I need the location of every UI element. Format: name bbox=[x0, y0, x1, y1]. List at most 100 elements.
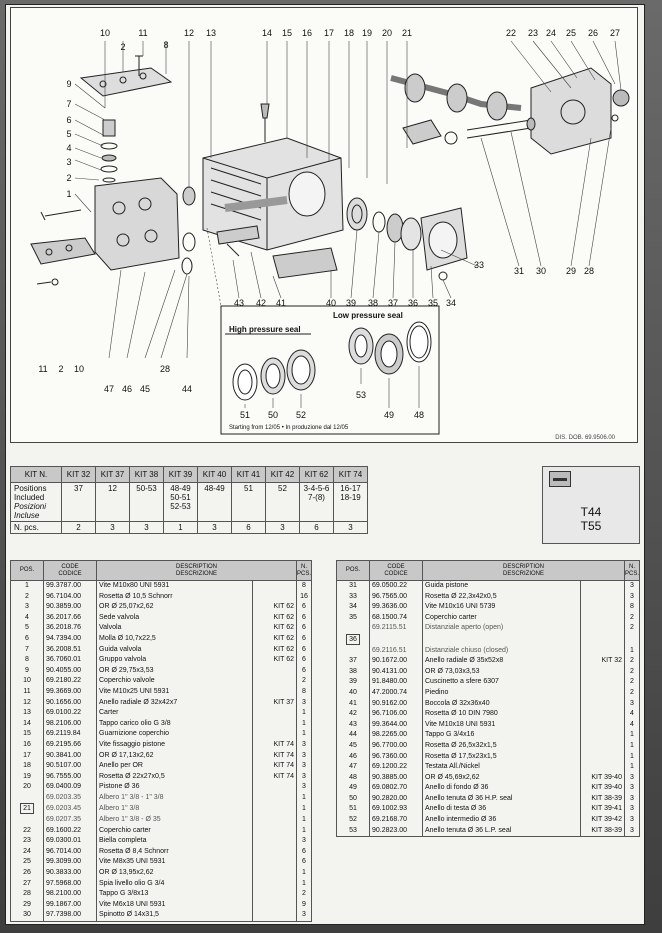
cell-desc: Spia livello olio G 3/4 bbox=[96, 878, 253, 890]
cell-code: 90.5107.00 bbox=[43, 761, 97, 772]
cell-pos: 19 bbox=[10, 771, 44, 783]
cell-pos: 15 bbox=[10, 729, 44, 740]
pump-logo-icon bbox=[549, 471, 571, 487]
kit-col: KIT 62 bbox=[299, 466, 334, 483]
col-pcs: N.PCS. bbox=[623, 560, 641, 581]
callout-51: 51 bbox=[240, 410, 250, 420]
cell-kit: KIT 39-40 bbox=[579, 783, 625, 794]
cell-pcs: 1 bbox=[295, 825, 313, 837]
cell-kit bbox=[251, 868, 297, 879]
cell-pcs: 3 bbox=[623, 580, 641, 592]
cell-pos: 17 bbox=[10, 750, 44, 762]
cell-code: 90.3833.00 bbox=[43, 868, 97, 879]
cell-code: 96.7014.00 bbox=[43, 846, 97, 858]
cell-pos: 38 bbox=[336, 666, 370, 678]
cell-kit bbox=[579, 612, 625, 624]
kit-positions-row: Positions Included Posizioni Incluse 37 … bbox=[10, 482, 368, 522]
cell-desc: Tappo carico olio G 3/8 bbox=[96, 718, 253, 730]
cell-desc: OR Ø 73,03x3,53 bbox=[422, 666, 581, 678]
cell-pos: 52 bbox=[336, 815, 370, 826]
cell-kit: KIT 74 bbox=[251, 761, 297, 772]
cell-pcs: 1 bbox=[295, 729, 313, 740]
cell-pos: 37 bbox=[336, 656, 370, 667]
cell-kit: KIT 62 bbox=[251, 644, 297, 656]
cell-kit: KIT 74 bbox=[251, 750, 297, 762]
cell-pcs: 4 bbox=[623, 719, 641, 731]
cell-desc: Coperchio carter bbox=[96, 825, 253, 837]
cell-pos: 7 bbox=[10, 644, 44, 656]
cell-kit bbox=[251, 836, 297, 847]
kit-positions: 12 bbox=[95, 482, 130, 522]
callout-41: 41 bbox=[276, 298, 286, 308]
kit-pcs: 3 bbox=[95, 521, 130, 534]
cell-pos: 45 bbox=[336, 740, 370, 752]
cell-pcs: 2 bbox=[623, 677, 641, 688]
cell-code: 90.4131.00 bbox=[369, 666, 423, 678]
cell-pcs: 1 bbox=[623, 645, 641, 657]
boxed-position: 21 bbox=[20, 803, 34, 815]
cell-code: 69.0203.45 bbox=[43, 803, 97, 816]
cell-kit bbox=[251, 910, 297, 923]
cell-pos: 24 bbox=[10, 846, 44, 858]
cell-code: 36.2018.76 bbox=[43, 623, 97, 634]
cell-pcs: 3 bbox=[623, 793, 641, 805]
cell-pos: 25 bbox=[10, 857, 44, 869]
cell-kit bbox=[251, 815, 297, 826]
cell-pcs: 2 bbox=[295, 889, 313, 900]
cell-desc: Cuscinetto a sfere 6307 bbox=[422, 677, 581, 688]
cell-pcs: 1 bbox=[623, 751, 641, 763]
cell-pcs: 3 bbox=[295, 836, 313, 847]
cell-code: 99.3099.00 bbox=[43, 857, 97, 869]
cell-desc: Albero 1" 3/8 bbox=[96, 803, 253, 816]
kit-pcs: 3 bbox=[129, 521, 164, 534]
cell-pcs: 6 bbox=[295, 623, 313, 634]
cell-kit bbox=[579, 602, 625, 613]
cell-kit: KIT 38-39 bbox=[579, 825, 625, 838]
drawing-code: DIS. DOB. 69.9506.00 bbox=[555, 435, 615, 441]
cell-kit bbox=[579, 762, 625, 773]
callout-3: 3 bbox=[66, 157, 71, 167]
cell-code: 97.7398.00 bbox=[43, 910, 97, 923]
high-pressure-seal-title: High pressure seal bbox=[229, 325, 301, 334]
positions-label: Positions Included Posizioni Incluse bbox=[10, 482, 62, 522]
kit-positions: 51 bbox=[231, 482, 266, 522]
cell-pos: 20 bbox=[10, 782, 44, 793]
cell-pcs: 2 bbox=[623, 612, 641, 624]
cell-pcs: 1 bbox=[295, 792, 313, 804]
callout-10b: 10 bbox=[74, 364, 84, 374]
callout-22: 22 bbox=[506, 28, 516, 38]
cell-desc: Rosetta Ø 10,5 Schnorr bbox=[96, 591, 253, 603]
cell-kit: KIT 39-40 bbox=[579, 772, 625, 784]
cell-code: 69.0400.09 bbox=[43, 782, 97, 793]
callout-labels: 10 11 2 8 12 13 14 15 16 17 18 19 20 21 … bbox=[38, 28, 620, 420]
cell-pos: 47 bbox=[336, 762, 370, 773]
cell-pos: 34 bbox=[336, 602, 370, 613]
cell-desc: Rosetta Ø 10 DIN 7980 bbox=[422, 709, 581, 720]
cell-desc: Carter bbox=[96, 708, 253, 719]
kit-pcs: 6 bbox=[231, 521, 266, 534]
cell-code: 99.1867.00 bbox=[43, 899, 97, 911]
cell-code: 69.0203.35 bbox=[43, 792, 97, 804]
cell-code: 69.1600.22 bbox=[43, 825, 97, 837]
cell-kit bbox=[579, 698, 625, 710]
cell-desc: Tappo G 3/8x13 bbox=[96, 889, 253, 900]
cell-desc: Rosetta Ø 17,5x23x1,5 bbox=[422, 751, 581, 763]
cell-desc: Sede valvola bbox=[96, 612, 253, 624]
cell-code: 98.2265.00 bbox=[369, 730, 423, 741]
cell-desc: Vite fissaggio pistone bbox=[96, 739, 253, 751]
cell-pcs bbox=[623, 633, 641, 646]
callout-11: 11 bbox=[138, 28, 147, 38]
